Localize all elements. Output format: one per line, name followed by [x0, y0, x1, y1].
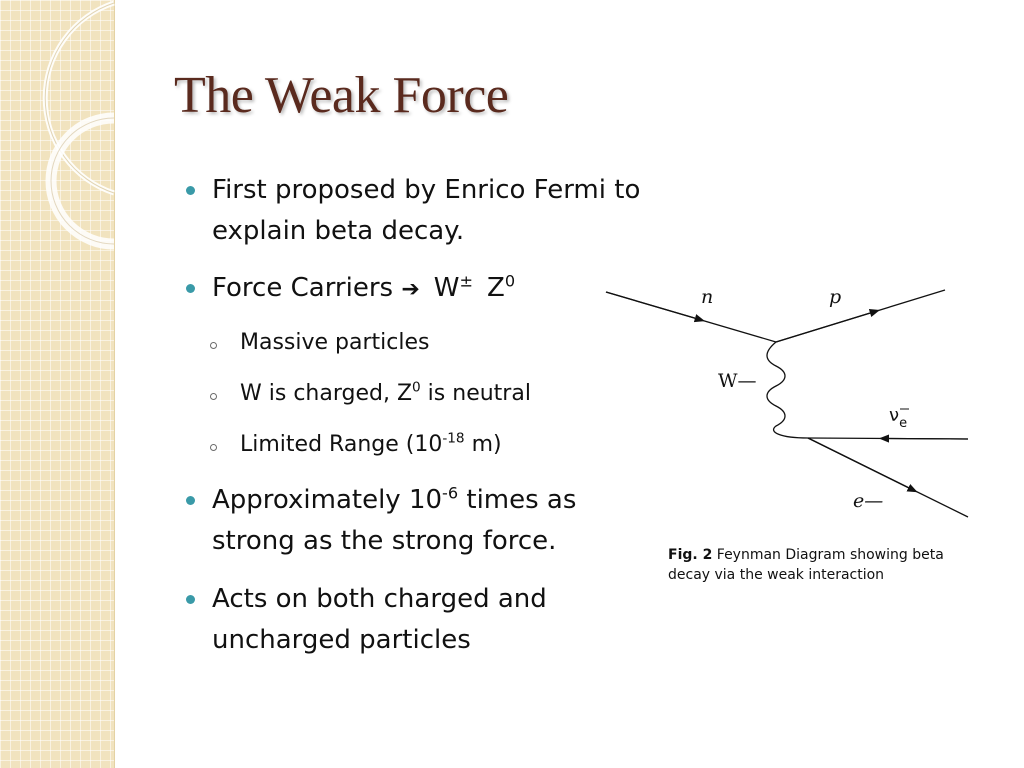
subbullet-circle — [210, 393, 217, 400]
neutrino-arrow — [878, 434, 969, 443]
subbullet-charge: W is charged, Z0 is neutral — [210, 379, 640, 408]
neutron-arrow — [605, 291, 705, 323]
caption-text: Feynman Diagram showing beta decay via t… — [668, 547, 944, 583]
bullet-dot — [186, 595, 195, 604]
range-exponent: -18 — [442, 430, 465, 447]
decorative-sidebar — [0, 0, 115, 768]
slide-title: The Weak Force — [174, 67, 509, 124]
bullet-dot — [186, 284, 195, 293]
z-boson: Z — [487, 273, 505, 303]
z-superscript: 0 — [412, 379, 421, 396]
w-boson-label: W— — [718, 370, 757, 392]
figure-number: Fig. 2 — [668, 547, 713, 563]
w-boson-wavy-line — [766, 341, 809, 439]
strength-exponent: -6 — [442, 483, 459, 503]
bullet-text: Acts on both charged and uncharged parti… — [212, 584, 547, 655]
w-charge: ± — [459, 271, 474, 291]
subbullet-text: m) — [464, 432, 502, 457]
feynman-diagram: n p W— νe e— — [605, 286, 969, 518]
bullet-text: First proposed by Enrico Fermi to explai… — [212, 175, 641, 246]
subbullet-text: Limited Range (10 — [240, 432, 443, 457]
bullet-fermi: First proposed by Enrico Fermi to explai… — [186, 170, 662, 252]
subbullet-massive: Massive particles — [210, 329, 640, 357]
bullet-text: Approximately 10 — [212, 485, 443, 515]
bullet-dot — [186, 496, 195, 505]
neutron-label: n — [701, 286, 713, 308]
proton-label: p — [829, 286, 841, 308]
bullet-force-carriers: Force Carriers ➔ W± Z0 — [186, 268, 662, 310]
figure-caption: Fig. 2 Feynman Diagram showing beta deca… — [668, 545, 968, 585]
subbullet-circle — [210, 342, 217, 349]
subbullet-range: Limited Range (10-18 m) — [210, 430, 640, 459]
bullet-dot — [186, 186, 195, 195]
subbullet-text: W is charged, Z — [240, 381, 413, 406]
subbullet-circle — [210, 444, 217, 451]
electron-arrow — [807, 437, 918, 493]
bullet-strength: Approximately 10-6 times as strong as th… — [186, 480, 632, 562]
proton-arrow — [775, 309, 880, 343]
subbullet-text: Massive particles — [240, 330, 430, 355]
electron-label: e— — [853, 490, 883, 512]
bullet-acts-on: Acts on both charged and uncharged parti… — [186, 579, 612, 661]
neutrino-label: νe — [889, 405, 907, 431]
subbullet-text: is neutral — [420, 381, 531, 406]
bullet-text: times as strong as the strong force. — [212, 485, 577, 556]
decorative-rings — [42, 0, 115, 250]
w-boson: W — [433, 273, 460, 303]
z-charge: 0 — [504, 271, 516, 291]
arrow-icon: ➔ — [401, 277, 420, 302]
bullet-text: Force Carriers — [212, 273, 402, 303]
